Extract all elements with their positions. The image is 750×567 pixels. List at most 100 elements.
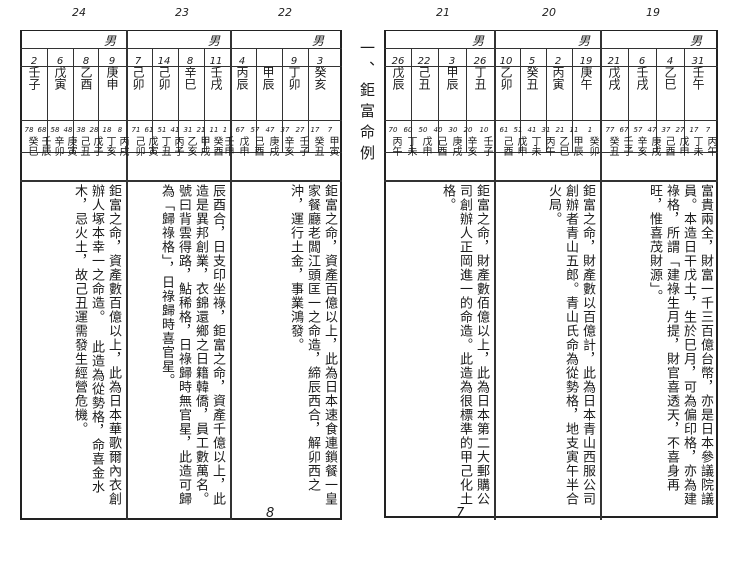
- luck-pillar: 庚戌: [450, 136, 461, 156]
- luck-age: 68: [37, 126, 47, 134]
- chart-frame: [20, 30, 342, 520]
- birth-number: 31: [691, 56, 705, 67]
- sex-label: 男: [690, 34, 703, 48]
- pillar-cell: 己丑: [417, 66, 431, 90]
- luck-age: 70: [388, 126, 398, 134]
- case-notes-right-column: 鉅富之命，資產百億以上，此為日本速食連鎖餐一皇家餐廳老闆江頭匡一之命造，締辰西合…: [234, 184, 338, 514]
- luck-age: 48: [63, 126, 73, 134]
- luck-age: 37: [280, 126, 290, 134]
- pillar-cell: 壬戌: [209, 66, 223, 90]
- birth-number: 6: [56, 56, 64, 67]
- luck-pillar: 庚戌: [267, 136, 278, 156]
- pillar-cell: 丙寅: [551, 66, 565, 90]
- page-number: 8: [266, 506, 275, 521]
- luck-pillar: 己卯: [133, 136, 144, 156]
- luck-pillar: 戊申: [515, 136, 526, 156]
- case-notes-left-column: 鉅富之命，財產數佰億以上，此為日本第二大郵購公司創辦人正岡進一的命造。此造為很標…: [388, 184, 490, 512]
- note-text: 鉅富之命，資產百億以上，此為日本速食連鎖餐一皇家餐廳老闆江頭匡一之命造，締辰西合…: [288, 184, 337, 506]
- birth-number: 8: [186, 56, 194, 67]
- luck-age: 47: [647, 126, 657, 134]
- luck-pillar: 丙子: [172, 136, 183, 156]
- note-text: 鉅富之命，資產數百億以上，此為日本華歌爾內衣創辦人塚本幸一之命造。: [89, 184, 121, 506]
- pillar-cell: 戊寅: [53, 66, 67, 90]
- luck-pillar: 戊申: [420, 136, 431, 156]
- luck-pillar: 辛亥: [635, 136, 646, 156]
- luck-age: 71: [131, 126, 141, 134]
- luck-pillar: 丙戌: [117, 136, 128, 156]
- luck-age: 28: [89, 126, 99, 134]
- luck-age: 31: [541, 126, 551, 134]
- group-label: 22: [278, 6, 292, 19]
- birth-number: 5: [528, 56, 536, 67]
- pillar-cell: 丁丑: [473, 66, 487, 90]
- pillar-cell: 乙巳: [663, 66, 677, 90]
- pillar-cell: 壬子: [27, 66, 41, 90]
- luck-age: 7: [705, 126, 711, 134]
- sex-label: 男: [104, 34, 117, 48]
- note-text: 此造為從勢格，命喜金水木，忌火土，故己丑運需發生經營危機。: [72, 184, 104, 494]
- birth-number: 11: [209, 56, 223, 67]
- luck-age: 50: [418, 126, 428, 134]
- luck-pillar: 己酉: [663, 136, 674, 156]
- luck-pillar: 丁丑: [159, 136, 170, 156]
- luck-age: 58: [50, 126, 60, 134]
- table-top-border: [20, 30, 342, 31]
- luck-age: 21: [555, 126, 565, 134]
- luck-age: 8: [117, 126, 123, 134]
- luck-age: 30: [448, 126, 458, 134]
- birth-number: 26: [473, 56, 487, 67]
- luck-age: 17: [689, 126, 699, 134]
- luck-pillar: 己酉: [501, 136, 512, 156]
- case-notes-left-column: 鉅富之命，資產數百億以上，此為日本華歌爾內衣創辦人塚本幸一之命造。 此造為從勢格…: [24, 184, 122, 514]
- luck-age: 40: [433, 126, 443, 134]
- note-text: 號曰背雲得路，鮎稀格，日祿歸時無官星，此造可歸為「歸祿格」，日祿歸時喜官星。: [159, 184, 191, 506]
- pillar-cell: 壬午: [691, 66, 705, 90]
- group-label: 21: [436, 6, 450, 19]
- right-page: 21 20 19 男 男 男 26 22 3 26 10 5 2 19 21 6…: [384, 6, 718, 521]
- pillar-cell: 甲辰: [261, 66, 275, 90]
- luck-age: 78: [24, 126, 34, 134]
- luck-pillar: 壬辰: [39, 136, 50, 156]
- pillar-cell: 戊戌: [607, 66, 621, 90]
- luck-pillar: 己酉: [435, 136, 446, 156]
- birth-number: 14: [157, 56, 171, 67]
- pillar-cell: 壬戌: [635, 66, 649, 90]
- luck-pillar: 壬申: [222, 136, 233, 156]
- luck-age: 27: [675, 126, 685, 134]
- luck-pillar: 辛亥: [465, 136, 476, 156]
- luck-pillar: 乙亥: [185, 136, 196, 156]
- sex-label: 男: [208, 34, 221, 48]
- luck-age: 57: [633, 126, 643, 134]
- note-text: 鉅富之命，財產數以百億計，此為日本青山西服公司創辦者青山五郎。青山氏命為從勢格，…: [546, 184, 595, 506]
- luck-pillar: 辛亥: [282, 136, 293, 156]
- luck-age: 27: [295, 126, 305, 134]
- luck-age: 17: [310, 126, 320, 134]
- pillar-cell: 己卯: [157, 66, 171, 90]
- birth-number: 22: [417, 56, 431, 67]
- luck-age: 7: [327, 126, 333, 134]
- left-page: 24 23 22 男 男 男 2 6 8 9 7 14 8 11 4 9 3 壬…: [20, 6, 342, 521]
- chart-frame: [384, 30, 718, 518]
- luck-age: 20: [463, 126, 473, 134]
- luck-age: 67: [619, 126, 629, 134]
- luck-age: 21: [196, 126, 206, 134]
- pillar-cell: 甲辰: [445, 66, 459, 90]
- pillar-cell: 癸丑: [525, 66, 539, 90]
- birth-number: 26: [391, 56, 405, 67]
- birth-number: 4: [238, 56, 246, 67]
- luck-age: 67: [235, 126, 245, 134]
- luck-age: 38: [76, 126, 86, 134]
- luck-age: 61: [144, 126, 154, 134]
- pillar-cell: 乙卯: [499, 66, 513, 90]
- luck-pillar: 丁未: [405, 136, 416, 156]
- page-heading: 一、鉅富命例: [358, 40, 376, 166]
- luck-pillar: 丙午: [390, 136, 401, 156]
- luck-age: 11: [209, 126, 219, 134]
- birth-number: 3: [316, 56, 324, 67]
- sex-label: 男: [472, 34, 485, 48]
- table-top-border: [384, 30, 718, 31]
- case-notes-right-column: 富貴兩全，財富一千三百億台幣，亦是日本參議院議員。本造日干戊土，生於巳月，可為偏…: [604, 184, 714, 512]
- birth-number: 9: [108, 56, 116, 67]
- luck-pillar: 辛卯: [52, 136, 63, 156]
- case-notes-middle-column: 辰酉合，日支印坐祿，鉅富之命，資產千億以上，此造是異邦創業，衣錦還鄉之日籍韓僑，…: [130, 184, 226, 514]
